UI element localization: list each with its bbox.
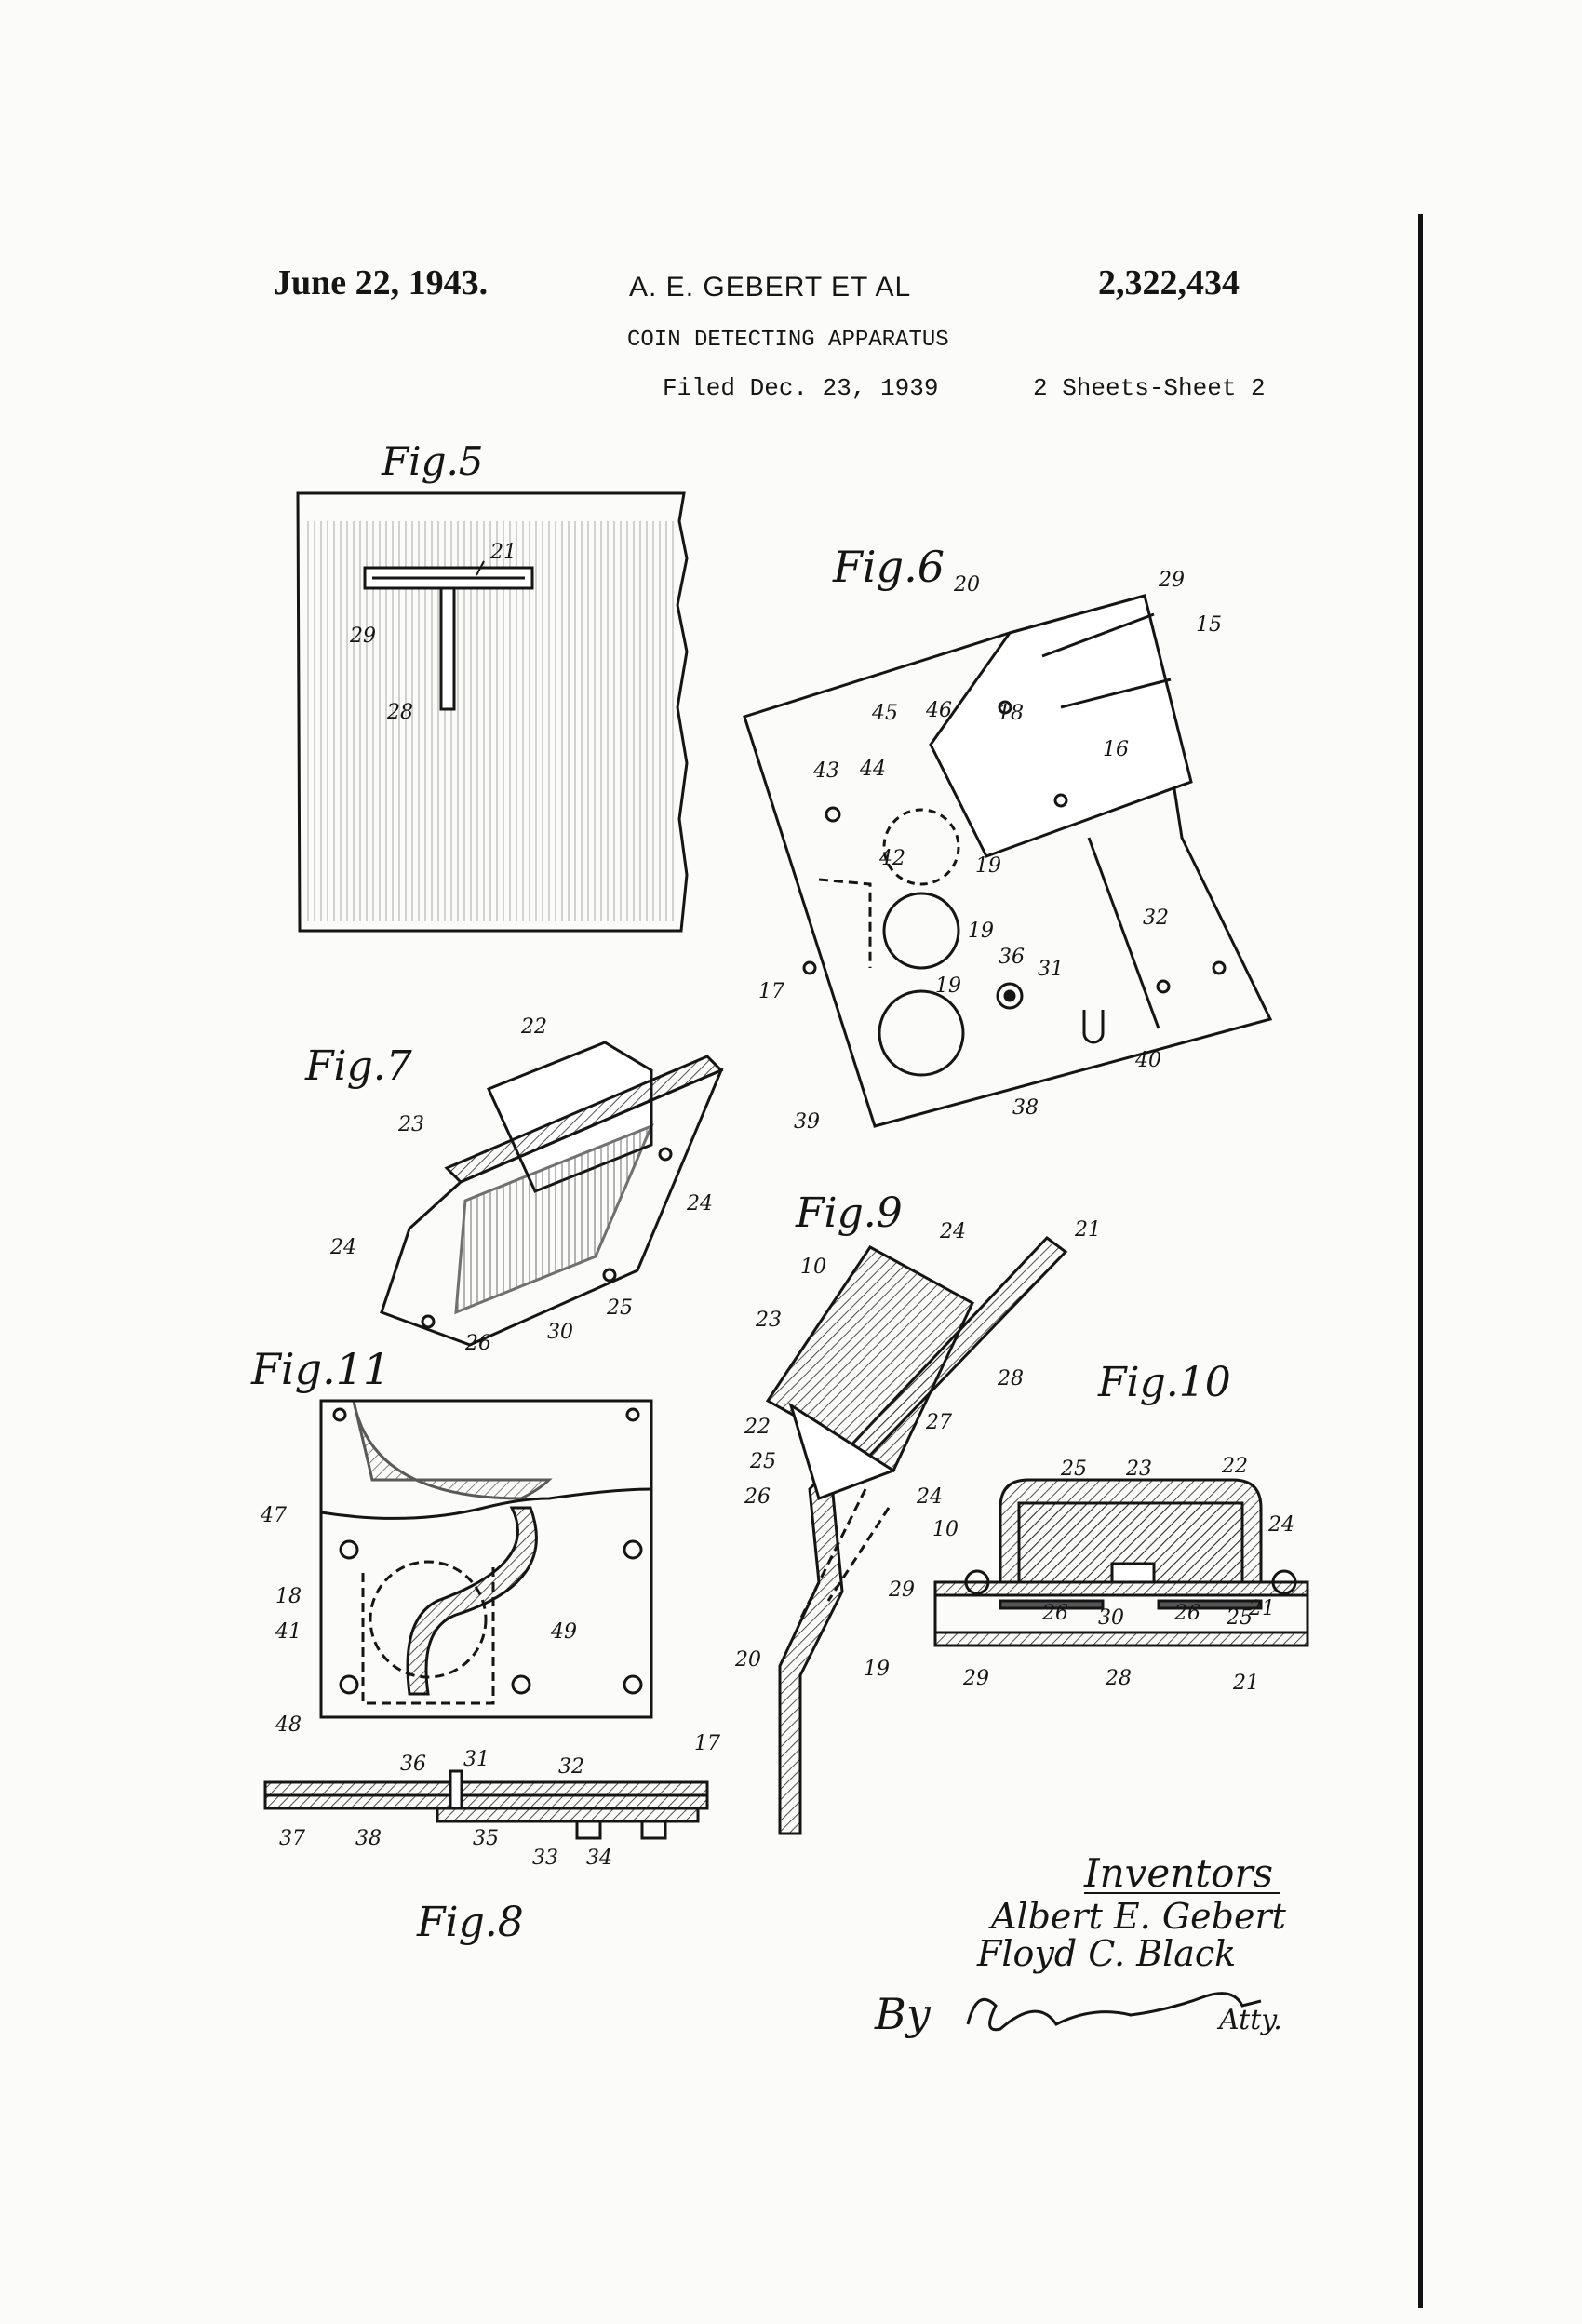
figure-10-ref: 28 bbox=[1105, 1667, 1132, 1690]
figure-8: Fig.8 bbox=[263, 1769, 709, 1946]
figure-10-ref: 23 bbox=[1125, 1458, 1152, 1481]
figure-10-ref: 21 bbox=[1232, 1672, 1259, 1695]
figure-7-ref: 24 bbox=[686, 1192, 713, 1216]
figure-9-ref: 20 bbox=[734, 1648, 761, 1672]
figure-5-ref: 21 bbox=[489, 541, 516, 564]
inventors-heading: Inventors bbox=[1083, 1850, 1273, 1896]
figure-11-ref: 47 bbox=[260, 1504, 287, 1527]
figure-10: Fig.10 bbox=[933, 1359, 1309, 1647]
figure-6-ref: 44 bbox=[859, 758, 886, 781]
figure-10-ref: 21 bbox=[1248, 1597, 1275, 1620]
figure-5-ref: 29 bbox=[349, 625, 376, 648]
figure-6-ref: 32 bbox=[1143, 907, 1169, 930]
figure-10-label: Fig.10 bbox=[1097, 1359, 1231, 1406]
figure-9: Fig.9 bbox=[765, 1189, 1068, 1835]
figure-7-label: Fig.7 bbox=[304, 1042, 412, 1090]
figure-5-label: Fig.5 bbox=[381, 438, 484, 484]
figure-6-ref: 31 bbox=[1038, 958, 1064, 981]
figure-10-ref: 25 bbox=[1226, 1606, 1253, 1630]
figure-9-ref: 29 bbox=[888, 1578, 915, 1602]
figure-6-ref: 19 bbox=[935, 974, 961, 998]
figure-7-ref: 30 bbox=[547, 1321, 573, 1344]
figure-5: Fig.5 bbox=[296, 438, 689, 933]
sheet-count: 2 Sheets-Sheet 2 bbox=[1033, 374, 1266, 402]
figure-10-ref: 30 bbox=[1098, 1606, 1124, 1630]
figure-7: Fig.7 bbox=[304, 1041, 724, 1347]
figure-6-ref: 29 bbox=[1158, 569, 1185, 592]
figure-7-ref: 26 bbox=[464, 1332, 491, 1355]
inventor-signature: Floyd C. Black bbox=[976, 1933, 1236, 1974]
figure-7-ref: 22 bbox=[520, 1015, 547, 1039]
figure-11-ref: 49 bbox=[550, 1620, 577, 1644]
figure-8-ref: 35 bbox=[473, 1827, 499, 1850]
figure-8-ref: 36 bbox=[400, 1753, 426, 1776]
figure-7-ref: 25 bbox=[606, 1296, 633, 1320]
figure-6-ref: 18 bbox=[998, 702, 1024, 725]
figure-9-ref: 28 bbox=[997, 1367, 1024, 1390]
figure-11-ref: 18 bbox=[275, 1585, 302, 1608]
figure-9-ref: 25 bbox=[749, 1450, 776, 1473]
figure-7-ref: 23 bbox=[397, 1113, 424, 1136]
figure-9-ref: 21 bbox=[1074, 1218, 1101, 1242]
figure-6-ref: 45 bbox=[871, 702, 898, 725]
figure-10-ref: 26 bbox=[1173, 1602, 1200, 1625]
figure-8-ref: 32 bbox=[558, 1755, 584, 1779]
figure-6-ref: 46 bbox=[925, 699, 952, 722]
figure-6-ref: 39 bbox=[794, 1110, 820, 1134]
signature-block: Inventors Albert E. Gebert Floyd C. Blac… bbox=[874, 1850, 1287, 2039]
by-label: By bbox=[874, 1989, 932, 2039]
figure-8-ref: 37 bbox=[279, 1827, 305, 1850]
patent-date: June 22, 1943. bbox=[274, 263, 489, 302]
figure-6-ref: 36 bbox=[999, 946, 1025, 969]
figure-11-ref: 41 bbox=[275, 1620, 302, 1644]
figure-10-ref: 24 bbox=[1267, 1513, 1294, 1537]
figure-7-ref: 24 bbox=[329, 1236, 356, 1259]
filed-date: Filed Dec. 23, 1939 bbox=[663, 374, 939, 402]
figure-11-label: Fig.11 bbox=[250, 1344, 390, 1394]
figure-6-ref: 42 bbox=[878, 847, 905, 870]
figure-6-ref: 19 bbox=[975, 854, 1001, 878]
figure-8-label: Fig.8 bbox=[416, 1899, 524, 1946]
figure-6-ref: 43 bbox=[812, 759, 839, 783]
figure-9-ref: 24 bbox=[939, 1220, 966, 1243]
page-edge-rule bbox=[1418, 214, 1423, 2308]
figure-9-ref: 10 bbox=[800, 1256, 826, 1279]
patent-number: 2,322,434 bbox=[1098, 263, 1240, 302]
figure-9-ref: 19 bbox=[864, 1658, 890, 1681]
figure-6-ref: 16 bbox=[1103, 738, 1129, 761]
figure-6-ref: 17 bbox=[758, 980, 784, 1003]
figure-8-ref: 17 bbox=[694, 1732, 720, 1755]
figure-10-ref: 25 bbox=[1060, 1458, 1087, 1481]
figure-6-ref: 38 bbox=[1012, 1096, 1039, 1120]
figure-11: Fig.11 bbox=[250, 1344, 653, 1719]
figure-9-label: Fig.9 bbox=[795, 1189, 903, 1237]
attorney-signature-icon bbox=[966, 1992, 1262, 2032]
figure-8-ref: 33 bbox=[532, 1847, 558, 1870]
figure-10-ref: 26 bbox=[1041, 1602, 1068, 1625]
figure-6: Fig.6 bbox=[743, 542, 1273, 1128]
figure-6-ref: 20 bbox=[953, 573, 980, 597]
figure-9-ref: 26 bbox=[744, 1485, 771, 1509]
figure-9-ref: 23 bbox=[755, 1309, 782, 1332]
figure-6-ref: 40 bbox=[1134, 1049, 1161, 1072]
figure-9-ref: 22 bbox=[744, 1416, 771, 1439]
attorney-label: Atty. bbox=[1216, 2004, 1282, 2036]
figure-8-ref: 34 bbox=[586, 1847, 612, 1870]
figure-8-ref: 31 bbox=[463, 1748, 489, 1771]
figure-6-label: Fig.6 bbox=[832, 542, 945, 592]
figure-9-ref: 10 bbox=[932, 1518, 959, 1541]
inventor-signature: Albert E. Gebert bbox=[988, 1896, 1287, 1937]
figure-9-ref: 24 bbox=[916, 1485, 943, 1509]
figure-10-ref: 29 bbox=[962, 1667, 989, 1690]
inventor-name: A. E. GEBERT ET AL bbox=[629, 272, 912, 302]
figure-5-ref: 28 bbox=[386, 701, 413, 724]
figure-9-ref: 27 bbox=[925, 1411, 952, 1434]
figure-10-ref: 22 bbox=[1221, 1455, 1248, 1478]
figure-8-ref: 38 bbox=[355, 1827, 382, 1850]
figure-11-ref: 48 bbox=[275, 1713, 302, 1737]
figure-6-ref: 15 bbox=[1196, 613, 1222, 637]
figure-6-ref: 19 bbox=[968, 920, 994, 943]
patent-title: COIN DETECTING APPARATUS bbox=[627, 328, 949, 353]
